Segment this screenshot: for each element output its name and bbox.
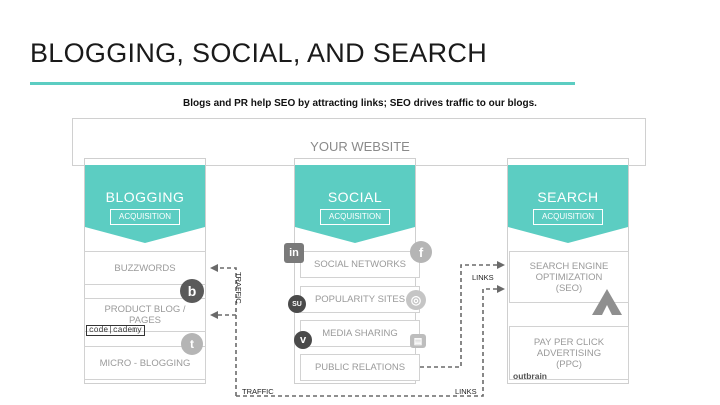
blogger-icon: b (180, 279, 204, 303)
search-title: SEARCH (537, 189, 599, 205)
linkedin-icon: in (284, 243, 304, 263)
blogging-header-shape (85, 165, 205, 243)
blogging-title: BLOGGING (105, 189, 185, 205)
website-label: YOUR WEBSITE (310, 139, 410, 154)
social-header: SOCIAL ACQUISITION (295, 165, 415, 243)
codecademy-logo: code|cademy (86, 325, 145, 336)
social-header-shape (295, 165, 415, 243)
traffic-label-bottom: TRAFFIC (242, 387, 274, 396)
product-blog-box: PRODUCT BLOG / PAGES (84, 298, 206, 332)
search-acquisition-button[interactable]: ACQUISITION (533, 209, 603, 225)
blogging-acquisition-button[interactable]: ACQUISITION (110, 209, 180, 225)
twitter-icon: t (181, 333, 203, 355)
traffic-label-vertical: TRAFFIC (234, 272, 243, 304)
links-label-bottom: LINKS (455, 387, 477, 396)
links-arrow-top (420, 261, 505, 368)
micro-blogging-box: MICRO - BLOGGING (84, 346, 206, 380)
title-underline (30, 82, 575, 85)
social-title: SOCIAL (327, 189, 383, 205)
facebook-icon: f (410, 241, 432, 263)
blogging-header: BLOGGING ACQUISITION (85, 165, 205, 243)
links-label-top: LINKS (472, 273, 494, 282)
traffic-arrow-to-buzzwords (210, 264, 237, 396)
outbrain-logo: outbrain (513, 371, 547, 381)
ppc-box: PAY PER CLICK ADVERTISING (PPC) (509, 326, 629, 380)
adwords-icon (592, 289, 622, 315)
stumbleupon-icon: SU (288, 295, 306, 313)
picture-icon: ▤ (410, 334, 426, 348)
popularity-sites-box: POPULARITY SITES (300, 286, 420, 313)
links-arrow-bottom (236, 285, 505, 397)
seo-box: SEARCH ENGINE OPTIMIZATION (SEO) (509, 251, 629, 303)
search-header: SEARCH ACQUISITION (508, 165, 628, 243)
vimeo-icon: v (294, 331, 312, 349)
public-relations-box: PUBLIC RELATIONS (300, 354, 420, 381)
dribbble-icon: ◎ (406, 290, 426, 310)
search-header-shape (508, 165, 628, 243)
social-acquisition-button[interactable]: ACQUISITION (320, 209, 390, 225)
social-networks-box: SOCIAL NETWORKS (300, 251, 420, 278)
subtitle: Blogs and PR help SEO by attracting link… (183, 98, 537, 109)
page-title: BLOGGING, SOCIAL, AND SEARCH (30, 38, 488, 68)
